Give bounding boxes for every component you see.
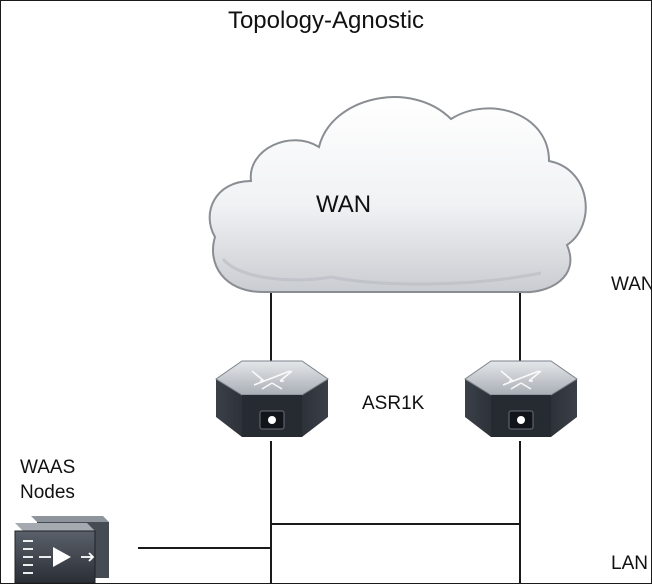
router-right-icon bbox=[464, 360, 578, 437]
router-left-icon bbox=[215, 360, 329, 437]
cloud-label: WAN bbox=[316, 191, 372, 218]
connection-lines bbox=[138, 291, 521, 583]
diagram-title: Topology-Agnostic bbox=[227, 7, 425, 34]
router-label: ASR1K bbox=[362, 393, 425, 414]
waas-nodes-label: WAAS Nodes bbox=[20, 457, 76, 503]
wan-cloud-icon bbox=[208, 96, 587, 294]
waas-appliance-icon bbox=[14, 516, 109, 583]
lan-side-label: LAN bbox=[611, 553, 648, 574]
wan-side-label: WAN bbox=[611, 274, 652, 295]
